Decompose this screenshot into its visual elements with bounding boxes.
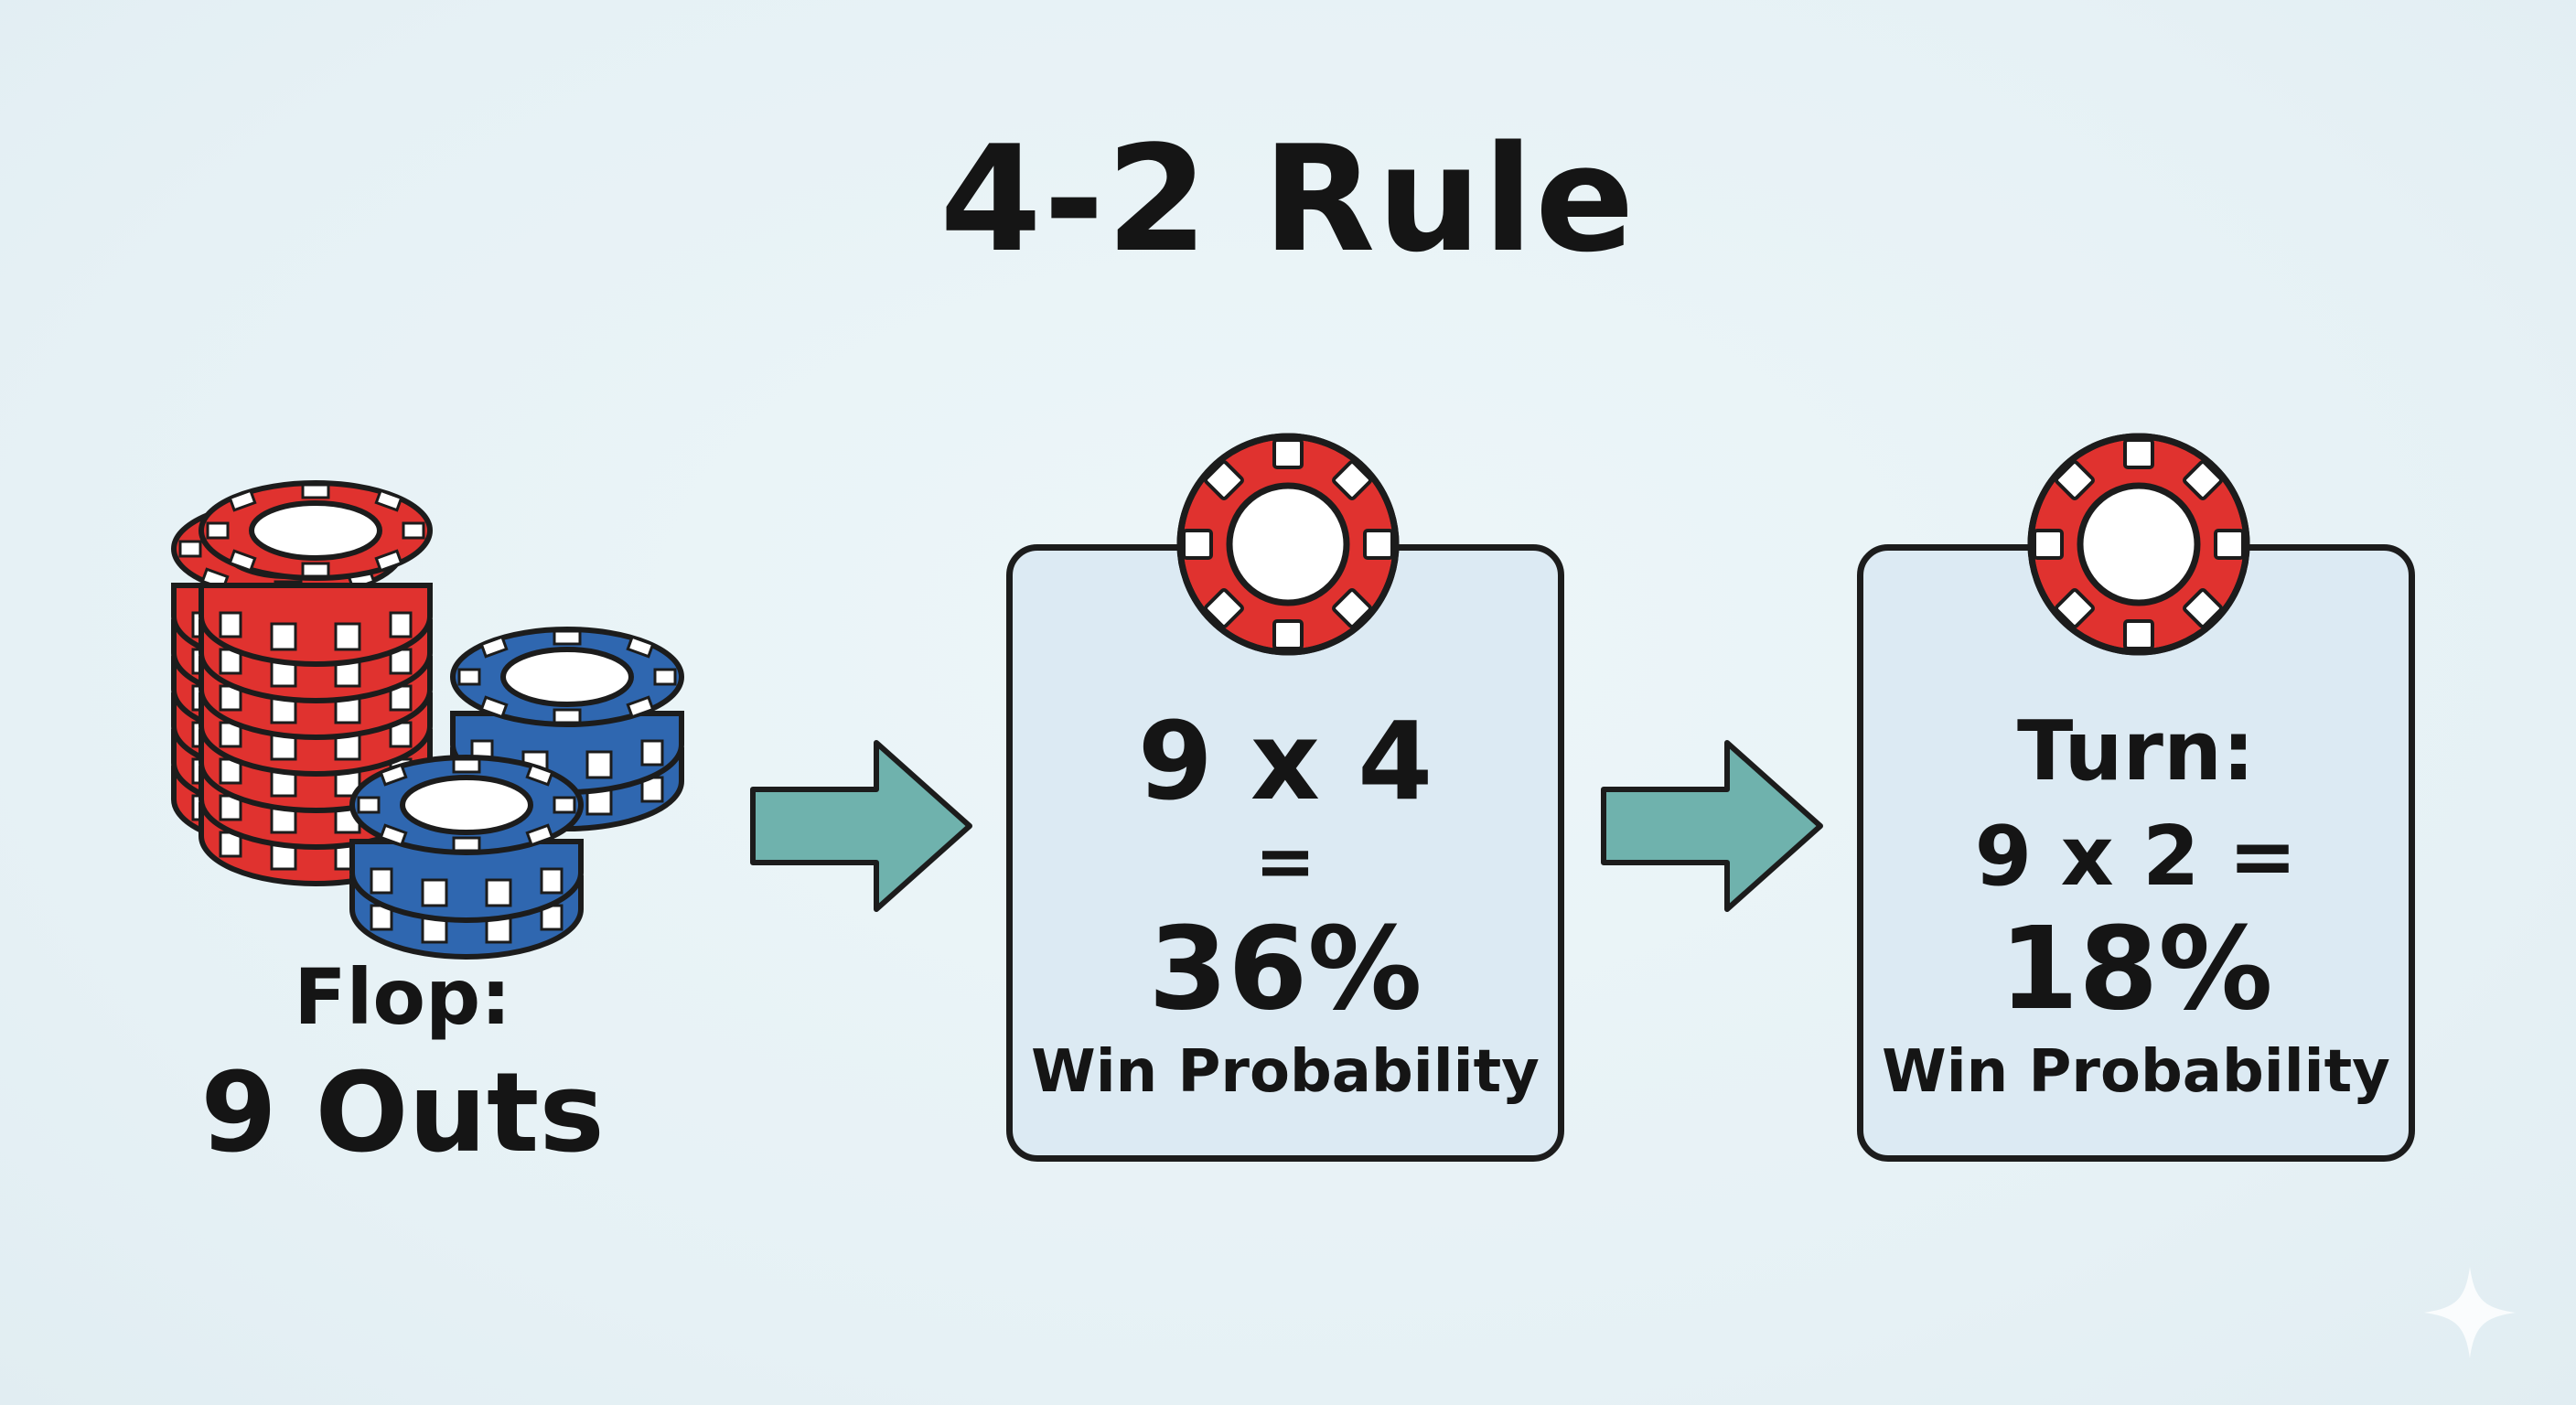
card-heading: Turn: bbox=[2016, 703, 2256, 799]
turn-probability-card: Turn: 9 x 2 = 18% Win Probability bbox=[1857, 544, 2415, 1162]
card-label: Win Probability bbox=[1031, 1038, 1540, 1106]
page-title: 4-2 Rule bbox=[939, 113, 1637, 284]
card-equals: = bbox=[1254, 819, 1316, 904]
card-result: 36% bbox=[1148, 903, 1422, 1035]
outs-count: 9 Outs bbox=[200, 1050, 605, 1177]
flop-label: Flop: bbox=[294, 952, 511, 1042]
card-result: 18% bbox=[1999, 903, 2273, 1035]
poker-chip-stack-icon bbox=[174, 483, 682, 957]
card-label: Win Probability bbox=[1882, 1038, 2390, 1106]
right-arrow-icon bbox=[1601, 740, 1823, 912]
sparkle-icon bbox=[2424, 1267, 2516, 1358]
card-expression: 9 x 2 = bbox=[1974, 809, 2298, 905]
flop-probability-card: 9 x 4 = 36% Win Probability bbox=[1006, 544, 1564, 1162]
card-expression: 9 x 4 bbox=[1137, 698, 1433, 824]
right-arrow-icon bbox=[750, 740, 972, 912]
